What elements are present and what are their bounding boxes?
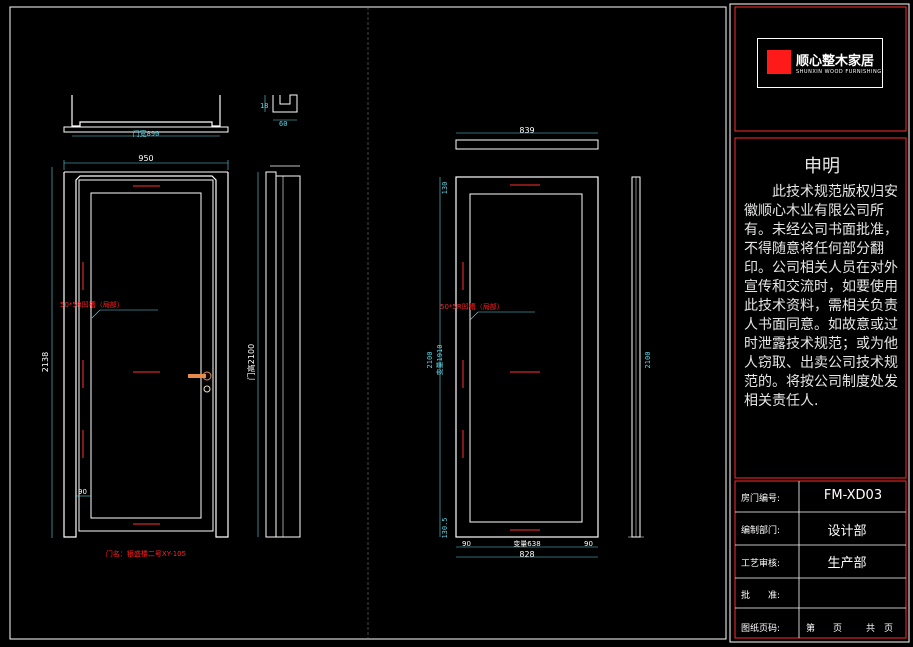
logo-name: 顺心整木家居: [796, 54, 875, 69]
dim-profile-w: 60: [279, 120, 287, 128]
dim-overall-width: 950: [138, 154, 153, 163]
dim-profile-h: 18: [260, 102, 268, 110]
dim-mid-height: 2100: [426, 352, 434, 369]
tb-value-dept: 设计部: [827, 524, 867, 539]
dim-mid-height-sub: 变量1910: [435, 345, 444, 376]
left-door-elevation: [51, 160, 229, 538]
dim-overall-height: 2138: [41, 352, 50, 372]
left-door-top-view: [63, 95, 229, 137]
dim-right-margin: 90: [584, 540, 593, 548]
tb-label-door-no: 房门编号:: [741, 494, 781, 504]
right-door-elevation: [439, 176, 599, 558]
declaration-title: 申明: [804, 156, 840, 177]
logo-subtitle: SHUNXIN WOOD FURNISHING: [796, 69, 882, 75]
title-block-frame: [734, 480, 907, 639]
dim-left-margin: 90: [462, 540, 471, 548]
declaration-body: 此技术规范版权归安徽顺心木业有限公司所有。未经公司书面批准，不得随意将任何部分翻…: [744, 184, 898, 409]
dim-inner-width: 变量638: [513, 539, 540, 548]
tb-label-dept: 编制部门:: [741, 526, 781, 536]
dim-right-overall-width: 828: [519, 550, 534, 559]
groove-annotation-left: 50*5R凹槽（局部）: [60, 300, 124, 309]
tb-label-page: 图纸页码:: [741, 624, 781, 634]
tb-label-approve: 批 准:: [741, 591, 781, 601]
logo-badge: [757, 38, 883, 88]
title-block-grid: [735, 481, 906, 638]
door-name: 门名：银盛楼二号XY-105: [106, 549, 186, 558]
small-profile: [264, 94, 298, 121]
tb-value-door-no: FM-XD03: [823, 488, 883, 503]
right-door-side-view: [628, 176, 644, 538]
title-panel-frame: [729, 3, 910, 643]
logo-mark-icon: [767, 50, 791, 74]
dim-top-width: 门宽890: [133, 129, 160, 138]
right-door-top-view: [455, 132, 599, 150]
tb-page-number: 第 页: [806, 624, 843, 634]
left-door-side-view: [257, 165, 301, 538]
dim-right-height: 2100: [644, 352, 652, 369]
logo-frame: [734, 6, 907, 132]
tb-label-review: 工艺审核:: [741, 559, 781, 569]
groove-annotation-right: 50*5R凹槽（局部）: [440, 302, 504, 311]
dim-stile: 90: [78, 488, 87, 496]
dim-top-rail: 130: [441, 182, 449, 195]
dim-leaf-height: 门高2100: [246, 344, 256, 380]
dim-bottom-rail: 130.5: [441, 517, 449, 538]
declaration-frame: [734, 137, 907, 479]
tb-total-pages: 共 页: [866, 624, 894, 634]
dim-right-top-width: 839: [519, 126, 534, 135]
tb-value-review: 生产部: [827, 556, 867, 571]
